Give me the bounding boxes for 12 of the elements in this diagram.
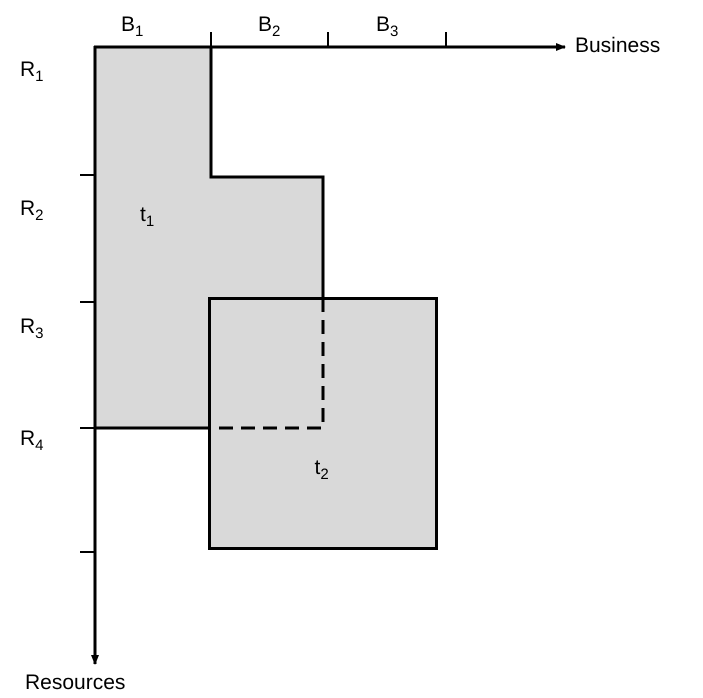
axis-label: B$_{1}$ [121,14,144,40]
task-box [208,296,438,550]
task-label: t$_{1}$ [140,204,154,230]
axis-label: R$_{3}$ [20,316,44,342]
axis-label: B$_{3}$ [376,14,398,40]
axis-label: R$_{1}$ [20,59,44,84]
axis-label: R$_{4}$ [20,428,44,454]
axis-label: R$_{2}$ [20,198,44,224]
axis-title: Business [575,35,660,56]
task-label: t$_{2}$ [314,456,329,482]
axis-label: B$_{2}$ [258,14,280,40]
axis-title: Resources [25,672,126,693]
